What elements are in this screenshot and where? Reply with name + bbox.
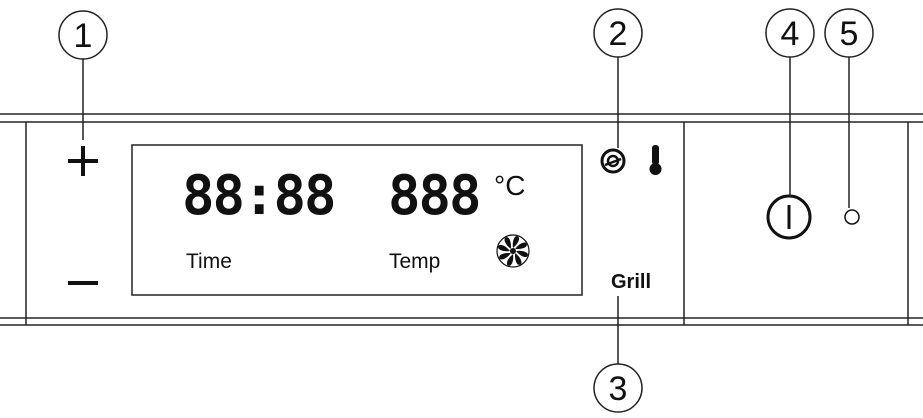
fan-icon <box>496 234 530 268</box>
temp-readout: 888 <box>388 164 480 227</box>
callout-4: 4 <box>765 8 815 58</box>
power-button[interactable] <box>766 194 812 240</box>
indicator-light-icon <box>844 209 860 225</box>
callout-5-number: 5 <box>840 15 859 53</box>
temp-label: Temp <box>389 250 440 273</box>
power-icon <box>766 194 812 240</box>
plus-button[interactable] <box>68 146 98 176</box>
callout-leaders <box>82 57 850 364</box>
panel-frame <box>0 113 923 326</box>
thermometer-icon <box>649 145 662 175</box>
display-window <box>131 144 583 296</box>
callout-2-number: 2 <box>609 15 628 53</box>
callout-4-number: 4 <box>781 15 800 53</box>
callout-5: 5 <box>824 8 874 58</box>
callout-1-number: 1 <box>74 17 93 55</box>
callout-3-number: 3 <box>609 370 628 408</box>
plus-icon <box>68 146 98 176</box>
time-readout: 88:88 <box>182 164 335 227</box>
timer-icon <box>600 148 626 174</box>
grill-label: Grill <box>611 271 651 293</box>
callout-1: 1 <box>58 10 108 60</box>
callout-3: 3 <box>593 363 643 413</box>
time-label: Time <box>186 250 232 273</box>
callout-2: 2 <box>593 8 643 58</box>
temp-unit: °C <box>494 170 525 201</box>
